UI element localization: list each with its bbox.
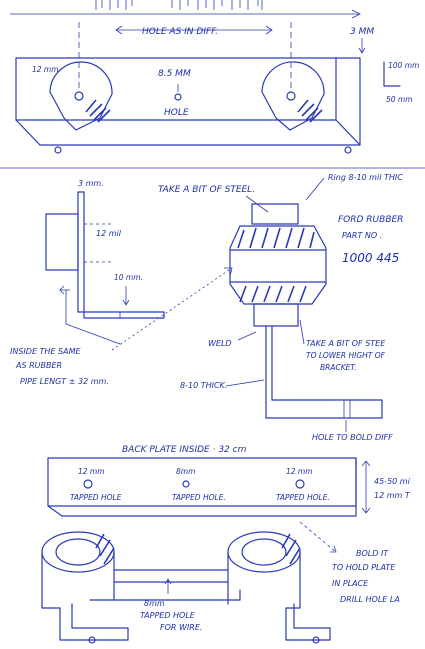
bolt-note-line4: DRILL HOLE LA: [340, 595, 400, 604]
angle-height-label: 100 mm: [388, 61, 419, 70]
left-bore-label: 12 mm: [32, 65, 59, 74]
hole3-size: 12 mm: [286, 467, 313, 476]
hole2-label: TAPPED HOLE.: [172, 493, 226, 502]
side-view: 3 mm. 12 mil 10 mm. INSIDE THE SAME AS R…: [10, 179, 165, 386]
rubber-label-line2: PART NO .: [342, 231, 382, 240]
weld-label: WELD: [208, 339, 232, 348]
rubber-label-line1: FORD RUBBER: [338, 215, 403, 225]
wire-hole-line2: TAPPED HOLE: [140, 611, 196, 620]
hole1-size: 12 mm: [78, 467, 105, 476]
plate-height-label: 45-50 mi: [374, 477, 411, 486]
hole2: [182, 480, 190, 488]
angle-bracket-outline: [77, 191, 165, 319]
rubber-mount: [229, 225, 327, 305]
side-note-line2: AS RUBBER: [15, 361, 62, 370]
steel-low-line2: TO LOWER HIGHT OF: [306, 351, 386, 360]
thick-label: 8-10 THICK.: [180, 381, 227, 390]
top-bar-view: HOLE AS IN DIFF. 3 MM 12 mm 8.5 MM HOLE …: [10, 0, 419, 154]
bolt-note-line1: BOLD IT: [356, 549, 389, 558]
assembly-view: TAKE A BIT OF STEEL. Ring 8-10 mil THIC …: [111, 173, 403, 442]
bottom-center-bar: [113, 569, 229, 583]
angle-depth-label: 50 mm: [386, 95, 413, 104]
plate-thickness-label: 12 mm T: [374, 491, 411, 500]
side-note-line3: PIPE LENGT ± 32 mm.: [20, 377, 109, 386]
center-hole: [174, 93, 182, 101]
hole-spacing-label: HOLE AS IN DIFF.: [142, 27, 218, 37]
bolt-note-line2: TO HOLD PLATE: [332, 563, 396, 572]
steel-top-label: TAKE A BIT OF STEEL.: [158, 185, 255, 195]
wire-hole-line3: FOR WIRE.: [160, 623, 202, 632]
hole-note: HOLE TO BOLD DIFF: [312, 433, 393, 442]
side-thickness-label: 3 mm.: [78, 179, 104, 188]
steel-low-line3: BRACKET.: [320, 363, 356, 372]
side-tube: [45, 213, 79, 271]
hole2-size: 8mm: [176, 467, 195, 476]
bottom-assembly-view: 8mm TAPPED HOLE FOR WIRE. BOLD IT TO HOL…: [41, 521, 400, 644]
center-hole-size: 8.5 MM: [158, 69, 191, 79]
side-note-line1: INSIDE THE SAME: [10, 347, 81, 356]
top-bar-outline: [15, 57, 361, 146]
bar-thickness-label: 3 MM: [350, 27, 374, 37]
back-plate-title: BACK PLATE INSIDE · 32 cm: [122, 445, 247, 455]
wire-hole-line1: 8mm: [144, 599, 165, 608]
center-hole-label: HOLE: [164, 108, 189, 118]
hole3-label: TAPPED HOLE.: [276, 493, 330, 502]
hole3: [295, 479, 305, 489]
left-boss: [49, 61, 113, 131]
bolt-note-line3: IN PLACE: [332, 579, 369, 588]
foot-length-label: 10 mm.: [114, 273, 143, 282]
steel-low-line1: TAKE A BIT OF STEE: [306, 339, 386, 348]
back-plate-view: BACK PLATE INSIDE · 32 cm 12 mm TAPPED H…: [47, 445, 411, 517]
side-depth-label: 12 mil: [96, 229, 122, 238]
right-boss: [261, 61, 325, 131]
ring-label: Ring 8-10 mil THIC: [328, 173, 403, 182]
part-number: 1000 445: [342, 251, 399, 265]
hole1-label: TAPPED HOLE: [70, 493, 122, 502]
hole1: [83, 479, 93, 489]
